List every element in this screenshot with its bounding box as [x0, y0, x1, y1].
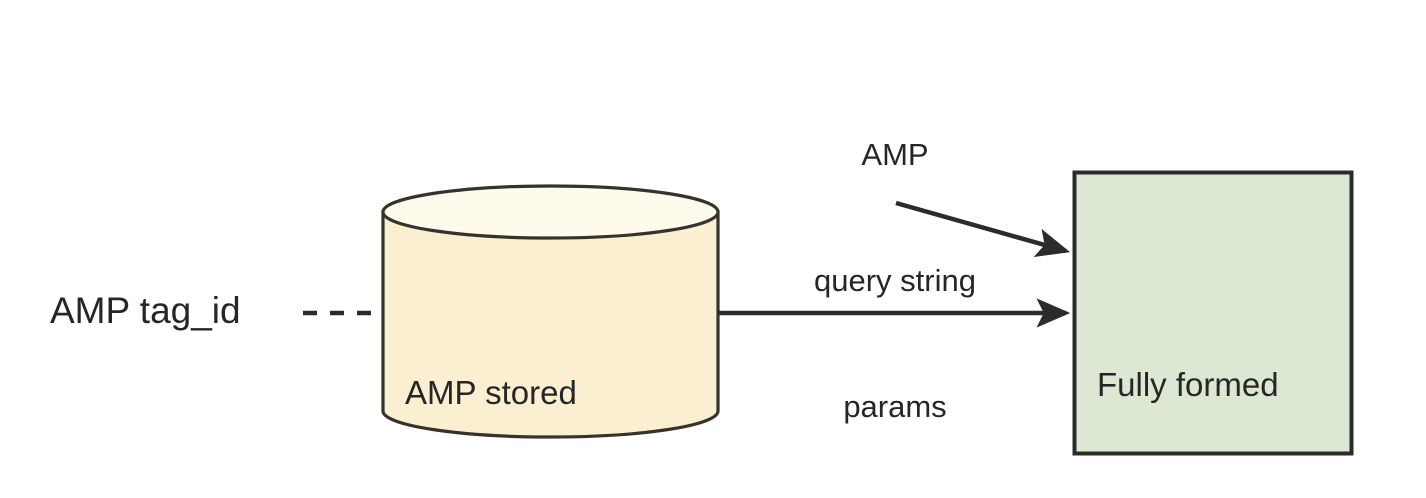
- cylinder-label-line-1: AMP stored: [405, 374, 577, 411]
- node-cylinder-shape: [381, 184, 720, 439]
- label-amp-tag-id: AMP tag_id: [50, 290, 241, 331]
- label-query-params-line-3: params: [843, 389, 947, 424]
- label-amp-query-string-params: AMP query string params: [770, 50, 1020, 498]
- ortb-label-line-1: Fully formed: [1097, 366, 1279, 403]
- label-query-params-line-2: query string: [814, 263, 976, 298]
- node-ortb-box-label: Fully formed ORTB: [1097, 275, 1352, 498]
- node-cylinder-label: AMP stored request template: [405, 283, 705, 498]
- connector-params-to-ortb: [895, 200, 1071, 258]
- node-ortb-box-shape: [1072, 170, 1354, 456]
- label-query-params-line-1: AMP: [861, 137, 929, 172]
